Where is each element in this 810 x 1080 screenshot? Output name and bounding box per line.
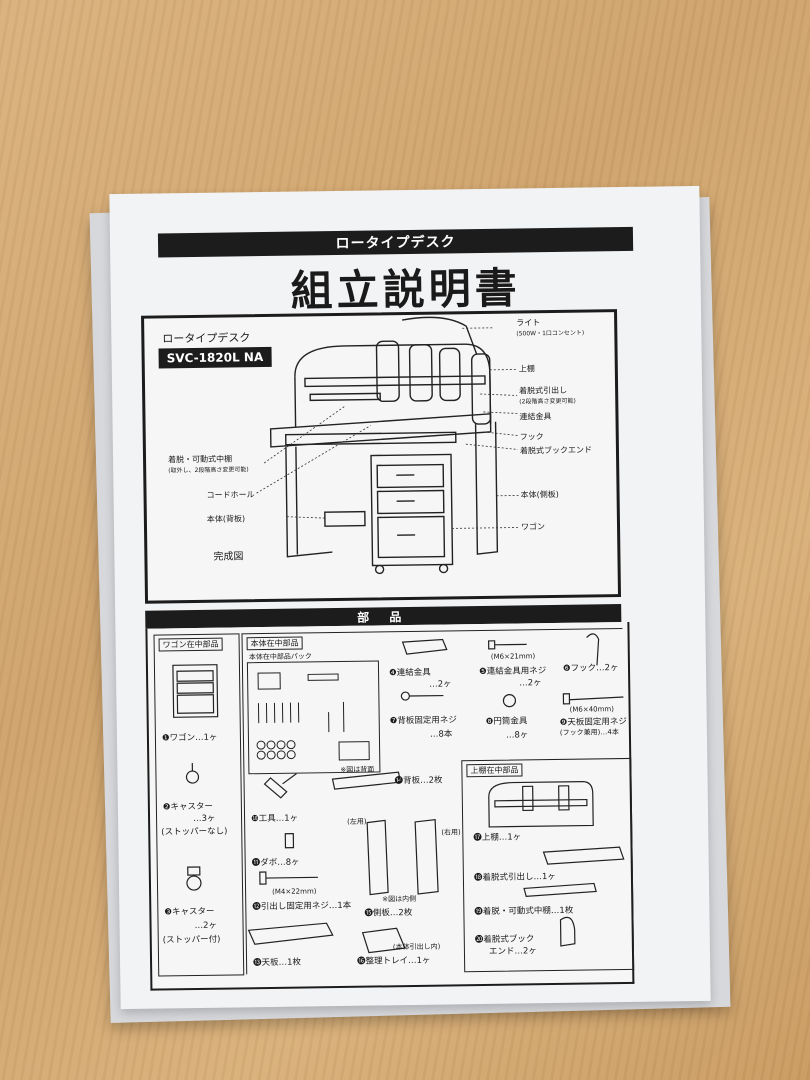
body-pack-box — [246, 660, 381, 775]
part-11: ⓫ダボ…8ヶ — [251, 857, 300, 869]
part-14: ⓮背板…2枚 — [394, 775, 443, 787]
part-12-spec: (M4×22mm) — [272, 887, 317, 896]
left-use-label: (左用) — [347, 817, 367, 826]
part-18: ⓲着脱式引出し…1ヶ — [473, 871, 556, 884]
part-20-qty: エンド…2ヶ — [488, 946, 537, 957]
part-20-name: ⓴着脱式ブック — [474, 934, 535, 946]
completed-diagram-frame: ロータイプデスク SVC-1820L NA — [141, 309, 622, 604]
part-9-name: ❾天板固定用ネジ — [559, 716, 627, 728]
callout-cord-hole: コードホール — [206, 490, 255, 500]
part-15: ⓯側板…2枚 — [364, 907, 413, 919]
callout-back-panel: 本体(背板) — [206, 514, 246, 524]
upper-parts-box: 上棚在中部品 ⓱上棚…1ヶ ⓲着脱式引出し…1ヶ ⓳着脱・可動式中棚…1枚 ⓴着… — [461, 757, 635, 973]
part-16-note: (本体引出し内) — [392, 942, 441, 952]
instruction-sheet: ロータイプデスク 組立説明書 ロータイプデスク SVC-1820L NA — [109, 185, 711, 1010]
pack-drawings — [256, 672, 370, 761]
wagon-drawings — [172, 664, 219, 891]
part-5-name: ❺連結金具用ネジ — [478, 666, 547, 678]
part-3-name: ❸キャスター — [164, 906, 215, 918]
callout-light: ライト(500W・1口コンセント) — [516, 318, 585, 338]
part-2-note: (ストッパーなし) — [161, 826, 228, 838]
callout-connector: 連結金具 — [519, 412, 552, 422]
callout-middle-shelf: 着脱・可動式中棚(取外し、2段階高さ変更可能) — [167, 454, 249, 475]
right-use-label: (右用) — [441, 828, 461, 837]
part-4-name: ❹連結金具 — [388, 667, 431, 679]
part-17: ⓱上棚…1ヶ — [473, 832, 522, 844]
part-8-qty: …8ヶ — [505, 730, 529, 741]
callout-hook: フック — [519, 432, 544, 442]
desk-illustration — [256, 316, 520, 575]
part-7-qty: …8本 — [429, 729, 453, 740]
part-3-note: (ストッパー付) — [162, 934, 221, 946]
part-8-name: ❽円筒金具 — [485, 716, 528, 727]
callout-bookend: 着脱式ブックエンド — [519, 445, 593, 456]
callout-upper-shelf: 上棚 — [518, 364, 535, 374]
part-15-note: ※図は内側 — [382, 894, 417, 904]
callout-side-panel: 本体(側板) — [520, 489, 559, 500]
part-1: ❶ワゴン…1ヶ — [161, 732, 218, 744]
part-14-note: ※図は背面 — [340, 765, 375, 774]
callout-drawer: 着脱式引出し(2段階高さ変更可能) — [519, 385, 576, 406]
part-10: ❿工具…1ヶ — [251, 813, 299, 825]
upper-part-drawings — [488, 781, 625, 947]
body-parts-box: 本体在中部品 本体在中部品パック — [241, 628, 628, 975]
part-5-qty: …2ヶ — [519, 678, 542, 689]
part-2-qty: …3ヶ — [193, 813, 216, 825]
part-4-qty: …2ヶ — [429, 679, 452, 690]
body-part-drawings — [247, 633, 624, 954]
complete-label: 完成図 — [213, 551, 244, 563]
part-19: ⓳着脱・可動式中棚…1枚 — [474, 905, 574, 918]
callout-wagon: ワゴン — [520, 522, 546, 532]
parts-frame: ワゴン在中部品 ❶ワゴン…1ヶ ❷キャスター …3ヶ (ストッパーなし) ❸キャ… — [145, 621, 635, 991]
part-5-spec: (M6×21mm) — [490, 652, 536, 661]
part-9-qty: (フック兼用)…4本 — [559, 728, 619, 737]
part-2-name: ❷キャスター — [162, 801, 214, 813]
part-3-qty: …2ヶ — [194, 920, 218, 932]
part-6: ❻フック…2ヶ — [562, 663, 619, 674]
wagon-parts-box: ワゴン在中部品 ❶ワゴン…1ヶ ❷キャスター …3ヶ (ストッパーなし) ❸キャ… — [153, 633, 245, 977]
part-13: ⓭天板…1枚 — [253, 957, 302, 969]
part-16: ⓰整理トレイ…1ヶ — [357, 955, 431, 967]
part-7-name: ❼背板固定用ネジ — [389, 715, 457, 727]
part-9-spec: (M6×40mm) — [569, 705, 615, 714]
part-12: ⓬引出し固定用ネジ…1本 — [252, 900, 352, 913]
